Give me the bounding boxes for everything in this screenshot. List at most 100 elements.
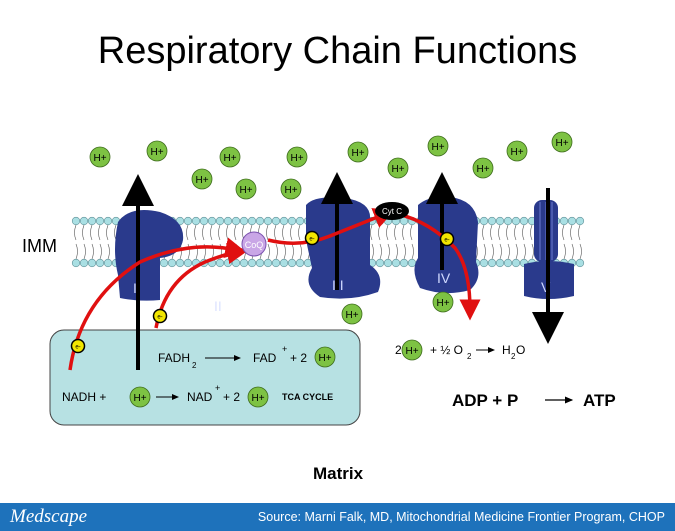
- source-citation: Source: Marni Falk, MD, Mitochondrial Me…: [257, 510, 665, 524]
- lipid-tail: [530, 224, 534, 260]
- lipid-head: [175, 258, 185, 268]
- proton-icon: H+: [191, 168, 213, 190]
- coenzyme-q: CoQ: [241, 231, 267, 257]
- proton-label: H+: [436, 298, 449, 309]
- electron-icon: e-: [304, 230, 320, 246]
- cytochrome-c: Cyt C: [375, 202, 409, 220]
- proton-label: H+: [391, 164, 404, 175]
- lipid-head: [375, 258, 385, 268]
- electron-flow-coq-to-cytc: [267, 208, 395, 245]
- water-reaction-h: H: [502, 343, 511, 357]
- lipid-tail: [98, 224, 102, 260]
- nad-plus2: + 2: [223, 390, 240, 404]
- imm-label: IMM: [22, 236, 57, 256]
- proton-label: H+: [351, 148, 364, 159]
- lipid-head: [239, 258, 249, 268]
- lipid-head: [295, 258, 305, 268]
- fad-plus2: + 2: [290, 351, 307, 365]
- lipid-head: [287, 258, 297, 268]
- water-reaction-middle: + ½ O: [430, 343, 463, 357]
- nad-superscript: +: [215, 383, 220, 393]
- lipid-head: [255, 258, 265, 268]
- lipid-head: [103, 216, 113, 226]
- lipid-tail: [82, 224, 86, 260]
- lipid-head: [191, 216, 201, 226]
- proton-label: H+: [345, 310, 358, 321]
- lipid-head: [511, 258, 521, 268]
- lipid-head: [487, 216, 497, 226]
- lipid-head: [495, 258, 505, 268]
- complex-iv-label: IV: [437, 270, 451, 286]
- proton-icon: H+: [146, 140, 168, 162]
- lipid-head: [271, 216, 281, 226]
- lipid-head: [95, 216, 105, 226]
- proton-icon: H+: [219, 146, 241, 168]
- lipid-tail: [522, 224, 526, 260]
- lipid-tail: [106, 224, 110, 260]
- lipid-head: [231, 258, 241, 268]
- lipid-head: [503, 258, 513, 268]
- proton-icon: H+: [387, 157, 409, 179]
- lipid-tail: [186, 224, 190, 260]
- lipid-head: [295, 216, 305, 226]
- electron-label: e-: [75, 345, 80, 351]
- lipid-head: [495, 216, 505, 226]
- fadh-label: FADH: [158, 351, 190, 365]
- lipid-head: [167, 258, 177, 268]
- tca-cycle-label: TCA CYCLE: [282, 392, 333, 402]
- proton-icon: H+: [314, 346, 336, 368]
- proton-label: H+: [405, 346, 418, 357]
- lipid-head: [215, 216, 225, 226]
- lipid-head: [79, 258, 89, 268]
- cytc-label: Cyt C: [382, 207, 402, 216]
- atp-reaction-left: ADP + P: [452, 391, 518, 410]
- proton-label: H+: [150, 147, 163, 158]
- lipid-head: [407, 258, 417, 268]
- lipid-tail: [274, 224, 278, 260]
- electron-flow-cytc-to-iv: [397, 212, 481, 321]
- water-reaction-o-subscript: 2: [467, 352, 472, 361]
- lipid-head: [399, 258, 409, 268]
- lipid-tail: [394, 224, 398, 260]
- lipid-head: [223, 216, 233, 226]
- nadh-label: NADH +: [62, 390, 106, 404]
- atp-reaction-right: ATP: [583, 391, 616, 410]
- electron-label: e-: [157, 315, 162, 321]
- lipid-tail: [402, 224, 406, 260]
- proton-icon: H+: [89, 146, 111, 168]
- complex-i-label: I: [133, 280, 137, 296]
- water-reaction-o: O: [516, 343, 525, 357]
- lipid-tail: [90, 224, 94, 260]
- lipid-head: [575, 258, 585, 268]
- electron-icon: e-: [152, 308, 168, 324]
- lipid-tail: [506, 224, 510, 260]
- nad-label: NAD: [187, 390, 213, 404]
- electron-icon: e-: [439, 231, 455, 247]
- lipid-tail: [194, 224, 198, 260]
- lipid-head: [383, 258, 393, 268]
- lipid-tail: [482, 224, 486, 260]
- lipid-head: [279, 258, 289, 268]
- lipid-head: [391, 258, 401, 268]
- lipid-tail: [514, 224, 518, 260]
- proton-icon: H+: [427, 135, 449, 157]
- lipid-head: [519, 216, 529, 226]
- lipid-head: [183, 216, 193, 226]
- water-reaction-lead: 2: [395, 343, 402, 357]
- lipid-head: [95, 258, 105, 268]
- lipid-head: [215, 258, 225, 268]
- lipid-head: [207, 216, 217, 226]
- lipid-head: [503, 216, 513, 226]
- lipid-tail: [410, 224, 414, 260]
- lipid-head: [87, 216, 97, 226]
- medscape-logo[interactable]: Medscape: [10, 506, 88, 527]
- lipid-tail: [266, 224, 270, 260]
- lipid-tail: [74, 224, 78, 260]
- proton-icon: H+: [347, 141, 369, 163]
- lipid-head: [71, 216, 81, 226]
- lipid-tail: [578, 224, 582, 260]
- proton-label: H+: [133, 393, 146, 404]
- complex-iii: III: [306, 197, 381, 299]
- complex-i: I: [115, 209, 184, 301]
- lipid-tail: [298, 224, 302, 260]
